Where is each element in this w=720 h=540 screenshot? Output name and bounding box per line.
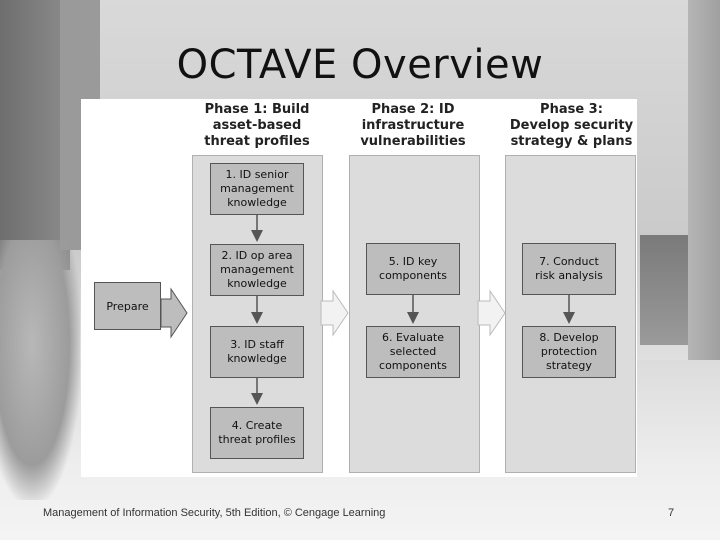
phase1-to-phase2-arrow: [321, 291, 348, 335]
octave-diagram: Phase 1: Build asset-based threat profil…: [81, 99, 637, 477]
slide-title: OCTAVE Overview: [0, 42, 720, 88]
step-3-box: 3. ID staff knowledge: [210, 326, 304, 378]
step-1-box: 1. ID senior management knowledge: [210, 163, 304, 215]
step-6-box: 6. Evaluate selected components: [366, 326, 460, 378]
phase2-to-phase3-arrow: [478, 291, 505, 335]
step-4-box: 4. Create threat profiles: [210, 407, 304, 459]
step-8-box: 8. Develop protection strategy: [522, 326, 616, 378]
step-2-box: 2. ID op area management knowledge: [210, 244, 304, 296]
prepare-box: Prepare: [94, 282, 161, 330]
step-7-box: 7. Conduct risk analysis: [522, 243, 616, 295]
prepare-arrow: [161, 289, 187, 337]
page-number: 7: [668, 507, 674, 519]
slide-footer: Management of Information Security, 5th …: [43, 507, 385, 519]
step-5-box: 5. ID key components: [366, 243, 460, 295]
